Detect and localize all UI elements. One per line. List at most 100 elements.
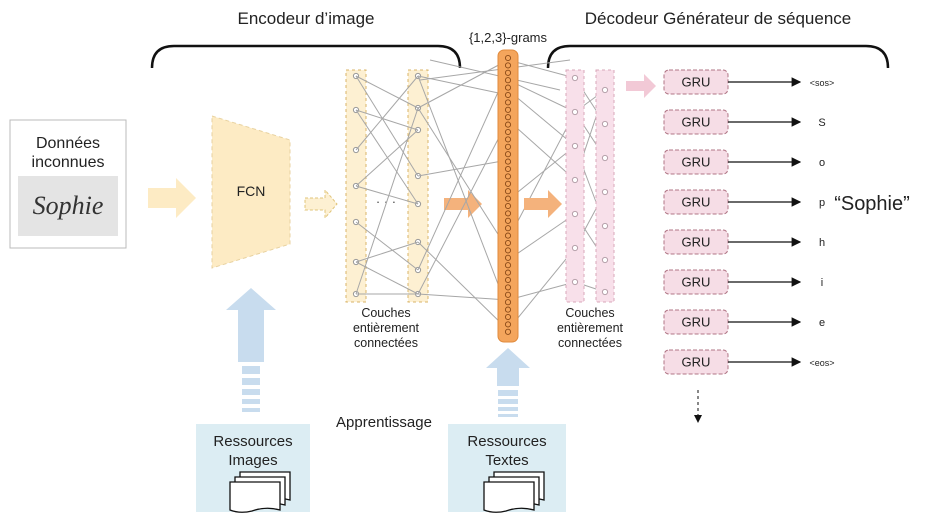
fc-node: [601, 288, 609, 296]
connection-line: [507, 281, 576, 301]
fc-node: [571, 74, 579, 82]
fc-node: [571, 244, 579, 252]
ngram-node: [504, 69, 512, 76]
connection-line: [417, 293, 509, 301]
ngram-node: [504, 91, 512, 99]
ngram-node: [504, 158, 512, 165]
ngram-node: [504, 180, 512, 187]
decoder-fc-column-1: [565, 69, 585, 303]
ngram-node: [504, 128, 512, 136]
ngram-node: [504, 54, 512, 62]
connection-line: [417, 119, 509, 295]
handwriting-image: [18, 176, 118, 236]
connection-line: [417, 241, 509, 331]
connection-line: [429, 59, 561, 91]
unknown-data-box: Données inconnues Sophie: [9, 119, 127, 249]
ngram-node: [504, 210, 512, 217]
ngram-node: [504, 232, 512, 239]
fc-node: [571, 278, 579, 286]
gru-row: GRU h: [663, 229, 825, 255]
decoder-fc-label-line3: connectées: [558, 336, 622, 350]
fc-node: [571, 176, 579, 184]
ngram-node: [504, 202, 512, 210]
ngram-node: [504, 291, 512, 298]
ngram-node: [504, 188, 512, 195]
learning-label: Apprentissage: [336, 414, 432, 431]
connection-line: [355, 75, 419, 151]
arrow-input-to-fcn: [148, 178, 196, 218]
ngram-node: [504, 165, 512, 173]
gru-row: GRU <eos>: [663, 349, 835, 375]
connection-line: [355, 221, 419, 271]
gru-label: GRU: [682, 355, 711, 370]
connection-line: [417, 59, 509, 109]
connection-line: [419, 59, 571, 81]
resources-images-line2: Images: [228, 452, 277, 469]
connection-line: [417, 69, 509, 271]
ngram-node: [504, 77, 512, 84]
connection-line: [355, 129, 419, 187]
decoder-fc-nodes: [571, 74, 609, 296]
connection-line: [507, 247, 576, 331]
gru-label: GRU: [682, 115, 711, 130]
ngram-node: [504, 254, 512, 261]
encoder-ellipsis: · · ·: [376, 194, 396, 209]
encoder-fc-label-line1: Couches: [361, 306, 410, 320]
output-token: <sos>: [810, 78, 835, 88]
gru-label: GRU: [682, 75, 711, 90]
output-token: o: [819, 157, 825, 169]
decoder-title: Décodeur Générateur de séquence: [585, 9, 852, 28]
decoder-fc-column-2: [595, 69, 615, 303]
ngram-node: [504, 114, 512, 121]
resources-texts-line1: Ressources: [467, 433, 546, 450]
gru-label: GRU: [682, 275, 711, 290]
ngram-node: [504, 247, 512, 254]
ngram-node: [504, 321, 512, 328]
connection-line: [507, 145, 576, 201]
output-token: <eos>: [809, 358, 834, 368]
fc-node: [601, 222, 609, 230]
arrow-fc-to-ngram: [444, 190, 482, 218]
ngram-up-arrow: [486, 348, 530, 417]
output-token: h: [819, 237, 825, 249]
fc-node: [571, 108, 579, 116]
ngram-node: [504, 217, 512, 224]
connection-line: [417, 75, 509, 311]
ngrams-label: {1,2,3}-grams: [469, 30, 548, 45]
ngram-node: [504, 299, 512, 306]
ngram-node: [504, 136, 512, 143]
fcn-up-arrow: [226, 288, 276, 412]
resources-images-line1: Ressources: [213, 433, 292, 450]
encoder-fc-label: Couches entièrement connectées: [353, 306, 420, 350]
gru-label: GRU: [682, 195, 711, 210]
ngram-node: [504, 195, 512, 202]
ngram-node: [504, 269, 512, 276]
connection-line: [355, 75, 419, 177]
ngram-node: [504, 106, 512, 113]
ngram-node: [504, 62, 512, 69]
encoder-fc-label-line3: connectées: [354, 336, 418, 350]
encoder-brace: [150, 44, 462, 69]
decoder-fc-label-line1: Couches: [565, 306, 614, 320]
gru-label: GRU: [682, 235, 711, 250]
arrow-ngram-to-decoder: [524, 190, 562, 218]
connection-line: [355, 261, 419, 295]
gru-row: GRU <sos>: [663, 69, 835, 95]
fcn-label: FCN: [237, 183, 266, 199]
decoder-brace: [546, 44, 890, 69]
ngram-node: [504, 84, 512, 91]
output-token: e: [819, 317, 825, 329]
encoder-fc-label-line2: entièrement: [353, 321, 420, 335]
connection-line: [355, 241, 419, 263]
ngram-node: [504, 328, 512, 335]
handwriting-word: Sophie: [33, 191, 104, 220]
fc-node: [601, 120, 609, 128]
connection-line: [507, 89, 576, 147]
resources-images-box: Ressources Images: [196, 424, 310, 513]
result-text: “Sophie”: [834, 193, 910, 215]
